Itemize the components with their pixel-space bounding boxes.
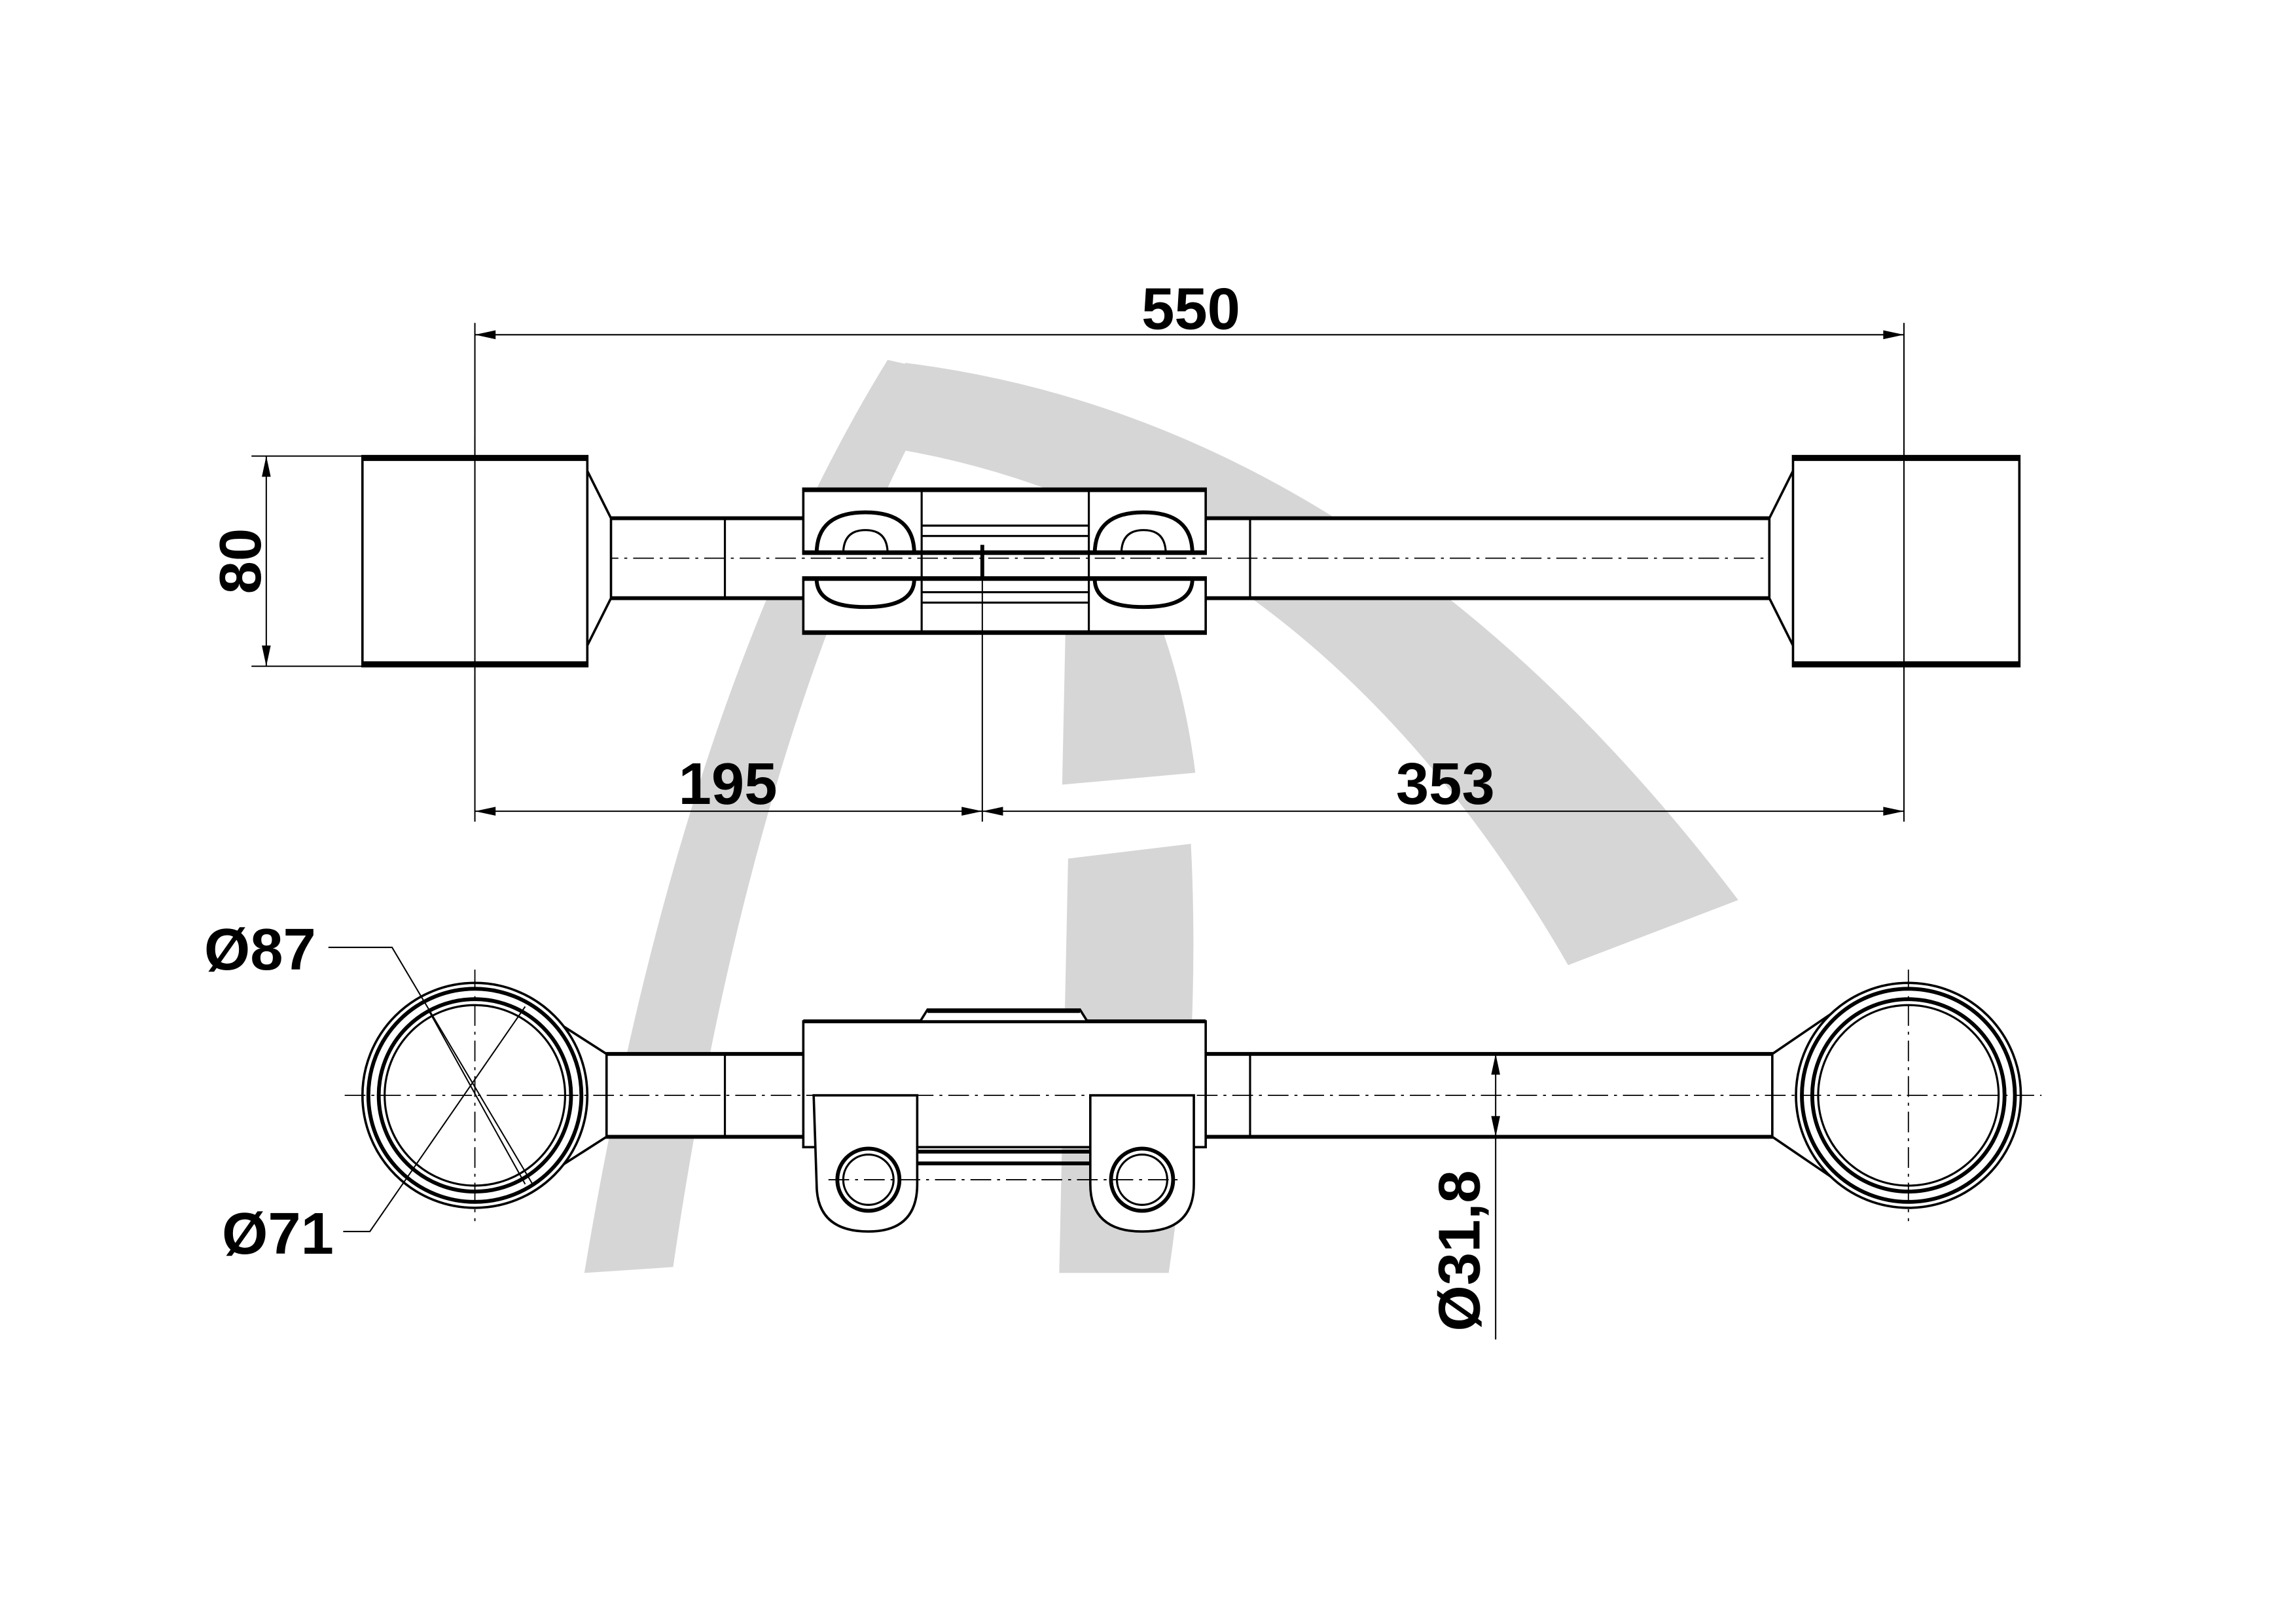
dimension-label: 353 [1396, 751, 1495, 817]
dimension-diameter-87: Ø87 [204, 917, 533, 1185]
dimension-195-353: 195 353 [475, 577, 1905, 822]
dimension-diameter-31-8: Ø31,8 [1426, 1053, 1500, 1340]
top-view: 550 80 195 353 [207, 276, 2021, 822]
dimension-diameter-71: Ø71 [222, 1006, 526, 1267]
dimension-label: 550 [1141, 276, 1240, 342]
dimension-label: Ø87 [204, 917, 316, 983]
dimension-label: Ø31,8 [1426, 1170, 1492, 1331]
left-eye [361, 969, 589, 1222]
dimension-label: Ø71 [222, 1201, 334, 1267]
right-bushing [1791, 454, 2021, 668]
dimension-label: 80 [207, 528, 274, 594]
side-view: Ø87 Ø71 Ø31,8 [204, 917, 2042, 1340]
dimension-550: 550 [474, 276, 1905, 822]
side-clamp [802, 1008, 1207, 1233]
dimension-80: 80 [207, 455, 363, 667]
center-clamp [802, 487, 1207, 635]
dimension-label: 195 [679, 751, 778, 817]
